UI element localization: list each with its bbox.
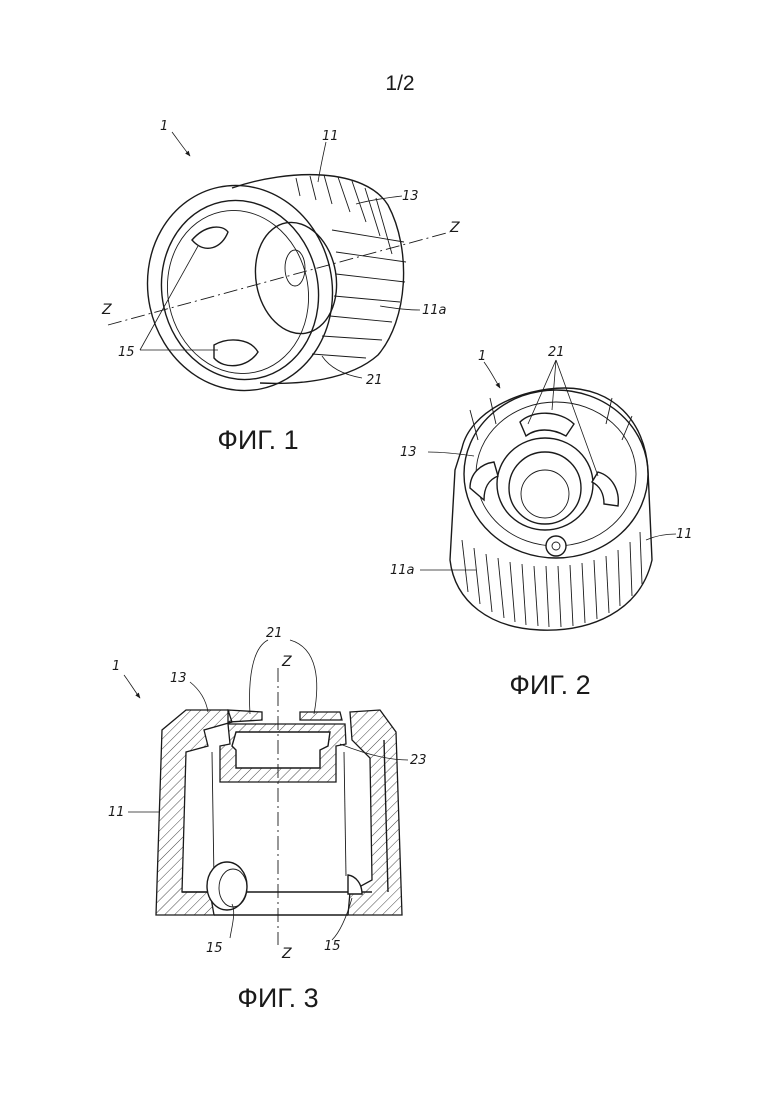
figure-3-caption: ФИГ. 3 (237, 983, 318, 1013)
figure-2: 1 21 13 11 11a ФИГ. 2 (390, 345, 693, 700)
fig1-label-top: 13 (402, 189, 419, 204)
figure-2-drawing (420, 360, 676, 630)
fig3-label-assembly: 1 (112, 659, 120, 674)
fig1-axis-label-left: Z (101, 302, 112, 318)
figure-1-caption: ФИГ. 1 (217, 425, 298, 455)
figure-3: 1 21 Z 13 23 11 15 Z 15 ФИГ. 3 (108, 626, 427, 1013)
fig3-label-rib-left: 15 (206, 941, 223, 956)
figure-2-caption: ФИГ. 2 (509, 670, 590, 700)
fig1-label-body: 11 (322, 129, 339, 144)
knurl-ridges (462, 398, 642, 627)
figure-1: 1 11 13 Z Z 11a 15 21 ФИГ. 1 (101, 119, 460, 455)
page-number: 1/2 (385, 72, 414, 95)
fig3-label-rib-right: 15 (324, 939, 341, 954)
fig2-label-ribs: 21 (548, 345, 565, 360)
fig1-label-assembly: 1 (160, 119, 168, 134)
fig2-label-assembly: 1 (478, 349, 486, 364)
fig3-axis-label-bottom: Z (281, 946, 292, 962)
fig1-axis-label-right: Z (449, 220, 460, 236)
figure-1-drawing (108, 132, 450, 408)
fig3-label-top: 13 (170, 671, 187, 686)
fig1-label-knurl: 11a (422, 303, 447, 318)
fig3-label-ring: 21 (266, 626, 283, 641)
fig1-label-ring: 21 (366, 373, 383, 388)
fig3-label-cavity: 23 (410, 753, 427, 768)
fig2-label-knurl: 11a (390, 563, 415, 578)
figure-3-drawing (124, 640, 408, 945)
fig1-label-ribs: 15 (118, 345, 135, 360)
fig3-label-body: 11 (108, 805, 125, 820)
fig3-axis-label-top: Z (281, 654, 292, 670)
fig2-label-top: 13 (400, 445, 417, 460)
fig2-label-body: 11 (676, 527, 693, 542)
